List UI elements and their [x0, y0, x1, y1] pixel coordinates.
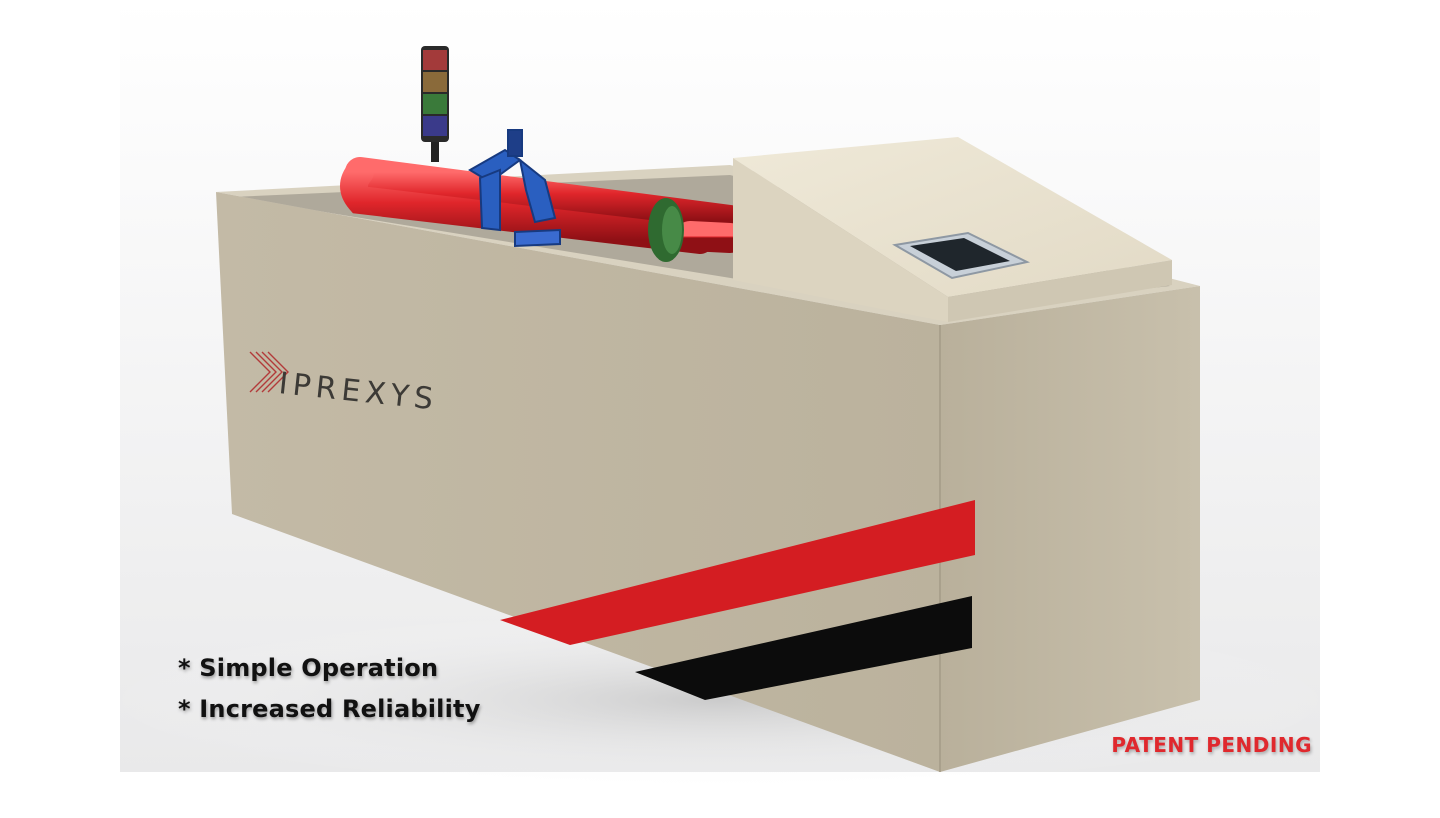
- feature-item: * Simple Operation: [178, 654, 439, 682]
- touchscreen-panel-icon: [892, 231, 1031, 280]
- patent-notice: PATENT PENDING: [1111, 733, 1312, 757]
- tank-front-face: [216, 192, 940, 772]
- black-stripe: [635, 596, 972, 700]
- red-stripe: [500, 500, 975, 645]
- feature-item: * Increased Reliability: [178, 695, 481, 723]
- signal-tower-icon: [421, 46, 449, 162]
- blue-bracket: [468, 129, 561, 248]
- brand-logo-icon: [249, 351, 289, 393]
- feature-list: * Simple Operation * Increased Reliabili…: [178, 648, 481, 730]
- control-console: [733, 137, 1172, 322]
- tank-end-face: [940, 286, 1200, 772]
- pipe-assembly: [340, 129, 745, 262]
